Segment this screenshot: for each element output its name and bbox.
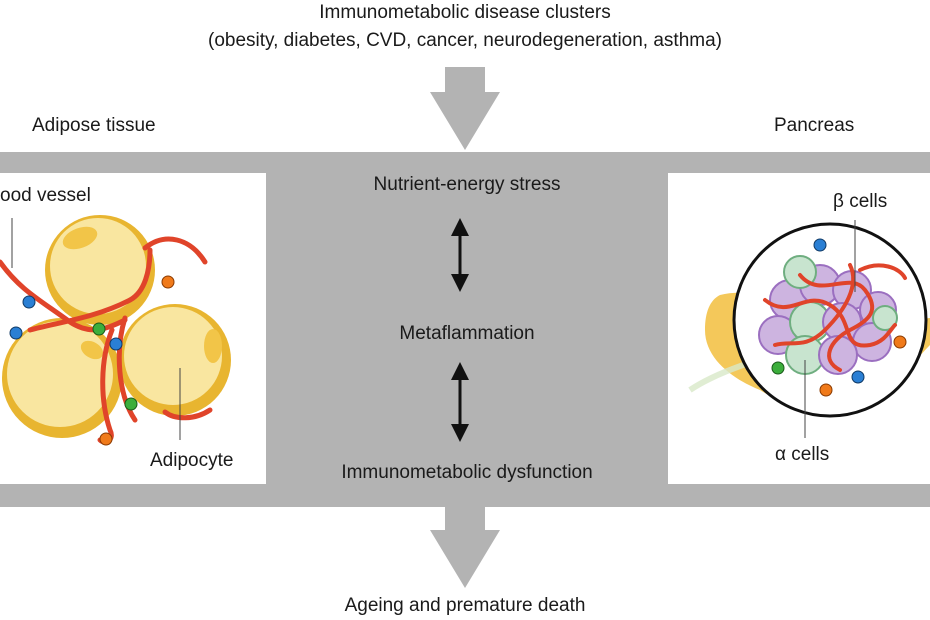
step-nutrient-energy-stress: Nutrient-energy stress [373,174,561,195]
immune-cell-orange [99,432,113,446]
down-arrow-bottom [430,507,500,588]
beta-cells-label: β cells [833,191,888,212]
adipose-title: Adipose tissue [32,115,156,136]
adipocyte-left [2,318,122,438]
immune-cell-green [92,322,106,336]
double-arrow-1 [451,218,469,292]
islet-capillaries [763,263,907,372]
adipose-illustration [0,215,231,446]
immune-cell-blue [9,326,23,340]
immune-cell-orange [819,383,833,397]
adipocyte-label: Adipocyte [150,450,234,471]
diagram-title: Immunometabolic disease clusters [319,2,611,23]
pancreas-title: Pancreas [774,115,855,136]
immune-cell-blue [109,337,123,351]
immune-cell-green [771,361,785,375]
pancreas-illustration [688,220,930,438]
diagram-subtitle: (obesity, diabetes, CVD, cancer, neurode… [208,30,722,51]
immune-cell-orange [893,335,907,349]
immune-cell-blue [851,370,865,384]
outcome-label: Ageing and premature death [344,595,586,616]
down-arrow-top [430,67,500,150]
double-arrow-2 [451,362,469,442]
adipocyte-right [119,304,231,416]
immune-cell-blue [813,238,827,252]
step-metaflammation: Metaflammation [399,323,535,344]
blood-vessel-label: ood vessel [0,185,91,206]
immune-cell-green [124,397,138,411]
step-immunometabolic-dysfunction: Immunometabolic dysfunction [341,462,593,483]
immune-cell-orange [161,275,175,289]
alpha-cells-label: α cells [775,444,830,465]
adipocyte-top [45,215,155,325]
immune-cell-blue [22,295,36,309]
